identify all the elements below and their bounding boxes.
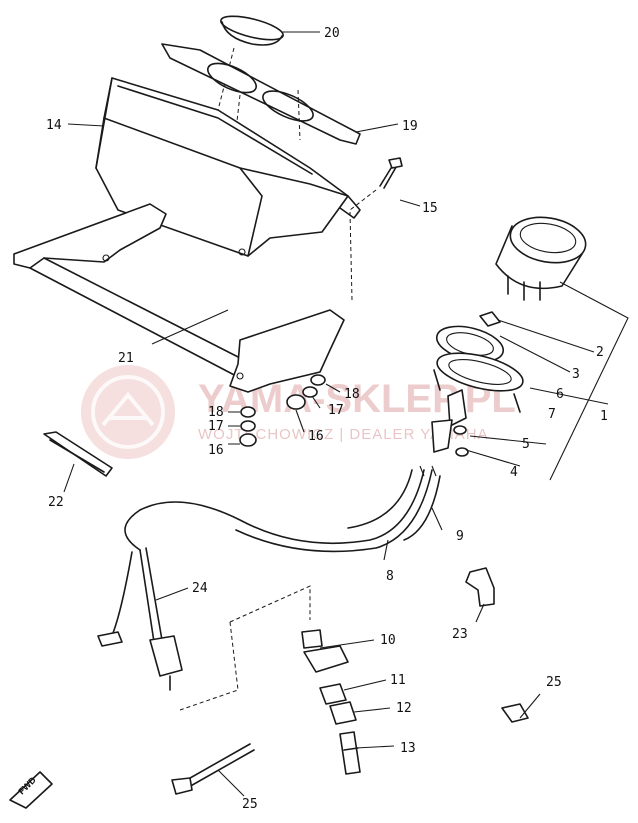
callout-12: 12 xyxy=(396,701,412,716)
callout-7: 7 xyxy=(548,407,556,422)
part-25-cable-bottom xyxy=(171,743,255,795)
callout-1: 1 xyxy=(600,409,608,424)
callout-bracket-1 xyxy=(465,281,629,481)
callout-16a: 16 xyxy=(208,443,224,458)
callout-17a: 17 xyxy=(208,419,224,434)
callout-18a: 18 xyxy=(208,405,224,420)
callout-11: 11 xyxy=(390,673,406,688)
part-23-clamp xyxy=(465,567,495,607)
callout-17b: 17 xyxy=(328,403,344,418)
callout-25a: 25 xyxy=(242,797,258,812)
small-hardware xyxy=(239,374,326,447)
fwd-arrow-icon: FWD xyxy=(9,771,53,809)
watermark-subtitle: WOJTECHOWICZ | DEALER YAMAHA xyxy=(198,426,489,443)
callout-23: 23 xyxy=(452,627,468,642)
part-22-clip xyxy=(43,431,113,477)
part-20-cap xyxy=(220,15,284,46)
callout-10: 10 xyxy=(380,633,396,648)
part-2-speedometer xyxy=(495,216,587,301)
callout-22: 22 xyxy=(48,495,64,510)
gauge-assembly xyxy=(431,311,524,457)
callout-21: 21 xyxy=(118,351,134,366)
callout-15: 15 xyxy=(422,201,438,216)
callout-3: 3 xyxy=(572,367,580,382)
cables xyxy=(124,465,441,553)
callout-16b: 16 xyxy=(308,429,324,444)
callout-14: 14 xyxy=(46,118,62,133)
part-15-screw xyxy=(379,157,403,189)
callout-6: 6 xyxy=(556,387,564,402)
callout-13: 13 xyxy=(400,741,416,756)
callout-5: 5 xyxy=(522,437,530,452)
callout-19: 19 xyxy=(402,119,418,134)
drive-gear-assembly xyxy=(301,629,361,775)
callout-9: 9 xyxy=(456,529,464,544)
part-25-holder-right xyxy=(501,703,529,723)
callout-20: 20 xyxy=(324,26,340,41)
part-24-sensor xyxy=(97,547,183,691)
callout-25b: 25 xyxy=(546,675,562,690)
part-21-bracket xyxy=(13,203,353,393)
callout-leaders xyxy=(63,31,541,797)
callout-24: 24 xyxy=(192,581,208,596)
callout-4: 4 xyxy=(510,465,518,480)
callout-2: 2 xyxy=(596,345,604,360)
callout-18b: 18 xyxy=(344,387,360,402)
callout-8: 8 xyxy=(386,569,394,584)
part-19-gasket xyxy=(161,43,361,145)
